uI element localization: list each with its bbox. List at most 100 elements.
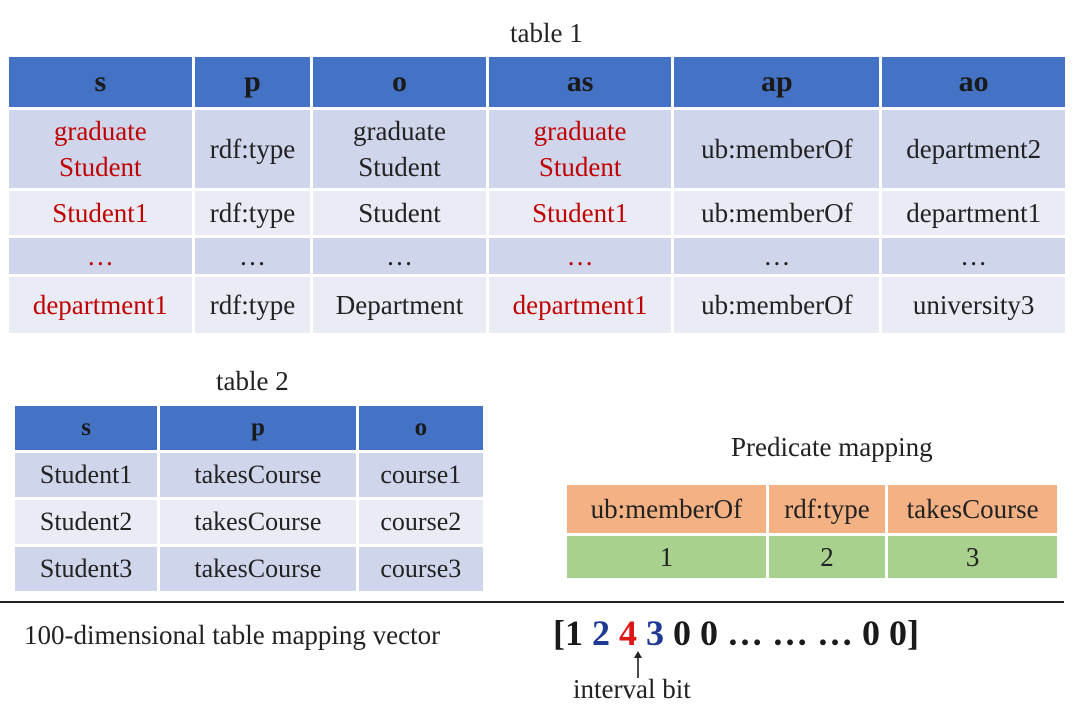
table2-cell-s: Student2 [15, 500, 158, 544]
table1-row: … … … … … … [9, 238, 1065, 274]
table1-cell-line: Student [59, 152, 142, 182]
table1-cell-p: rdf:type [194, 277, 311, 333]
predicate-id: 2 [768, 536, 886, 578]
predicate-name: rdf:type [768, 485, 886, 533]
table1-header-s: s [9, 57, 192, 107]
table1-cell-o: Student [313, 191, 486, 235]
table1-header-ao: ao [882, 57, 1065, 107]
table2-caption: table 2 [216, 366, 289, 396]
table2-cell-p: takesCourse [160, 453, 356, 497]
table1-row: department1 rdf:type Department department1… [9, 277, 1065, 333]
interval-bit-label: interval bit [573, 674, 691, 704]
table1-cell-line: rdf:type [209, 134, 296, 164]
table1-header-o: o [313, 57, 486, 107]
table1-cell-line: department1 [32, 290, 168, 320]
vector-rest: 0 0 … … … 0 0 [673, 613, 907, 653]
table1-cell-ap: ub:memberOf [674, 277, 880, 333]
table1-cell-as: … [488, 238, 672, 274]
table1-cell-line: … [960, 241, 988, 271]
table1-cell-line: rdf:type [209, 198, 296, 228]
table1-header-ap: ap [674, 57, 880, 107]
table2-cell-o: course2 [358, 500, 483, 544]
table1-cell-ap: ub:memberOf [674, 110, 880, 188]
table1-cell-line: Student1 [52, 198, 149, 228]
table1-cell-ap: … [674, 238, 880, 274]
predicate-mapping-title: Predicate mapping [731, 432, 933, 462]
predicate-id: 1 [567, 536, 766, 578]
divider [0, 601, 1064, 603]
table1-cell-line: Student1 [532, 198, 629, 228]
table1-caption: table 1 [510, 18, 583, 48]
table2-cell-p: takesCourse [160, 547, 356, 591]
vector-bit-2: 2 [592, 613, 610, 653]
table1-cell-ao: department1 [882, 191, 1065, 235]
table1-cell-line: department1 [906, 198, 1042, 228]
table1-cell-as: Student1 [488, 191, 672, 235]
table1-cell-line: rdf:type [209, 290, 296, 320]
table2-header-o: o [358, 406, 483, 450]
table1-cell-line: Student [358, 198, 441, 228]
table1-cell-p: … [194, 238, 311, 274]
table1-row: Student1 rdf:type Student Student1 ub:member… [9, 191, 1065, 235]
table1-cell-line: ub:memberOf [701, 198, 853, 228]
up-arrow-icon [634, 651, 642, 678]
vector-close-bracket: ] [907, 613, 919, 653]
table1-cell-s: department1 [9, 277, 192, 333]
table1-cell-line: university3 [912, 290, 1035, 320]
table2-cell-o: course1 [358, 453, 483, 497]
table1-cell-line: ub:memberOf [701, 290, 853, 320]
vector-bit-4: 3 [646, 613, 664, 653]
table1-cell-line: department1 [512, 290, 648, 320]
table1-header-p: p [194, 57, 311, 107]
table1-cell-o: Department [313, 277, 486, 333]
table1-cell-line: Department [335, 290, 464, 320]
table1-cell-line: ub:memberOf [701, 134, 853, 164]
predicate-name: ub:memberOf [567, 485, 766, 533]
table2-header-p: p [160, 406, 356, 450]
table2-cell-p: takesCourse [160, 500, 356, 544]
table1-cell-line: graduate [533, 116, 627, 146]
table1-cell-ao: university3 [882, 277, 1065, 333]
table1-cell-s: Student1 [9, 191, 192, 235]
table1-cell-ap: ub:memberOf [674, 191, 880, 235]
table2-cell-s: Student1 [15, 453, 158, 497]
table2-cell-s: Student3 [15, 547, 158, 591]
table1-cell-line: … [566, 241, 594, 271]
table1-cell-line: … [386, 241, 414, 271]
table2-cell-o: course3 [358, 547, 483, 591]
table1-cell-line: graduate [353, 116, 446, 146]
table1-cell-p: rdf:type [194, 110, 311, 188]
table1-cell-line: graduate [53, 116, 147, 146]
table1-cell-as: department1 [488, 277, 672, 333]
table1-cell-p: rdf:type [194, 191, 311, 235]
table1-cell-line: … [238, 241, 266, 271]
predicate-id: 3 [888, 536, 1057, 578]
mapping-vector: [1 2 4 3 0 0 … … … 0 0] [553, 612, 919, 654]
table1-cell-ao: … [882, 238, 1065, 274]
table1-cell-line: Student [358, 152, 441, 182]
predicate-name: takesCourse [888, 485, 1057, 533]
vector-bit-1: 1 [565, 613, 583, 653]
table1-cell-line: … [763, 241, 791, 271]
table1-cell-ao: department2 [882, 110, 1065, 188]
table1-header-as: as [488, 57, 672, 107]
vector-interval-bit: 4 [619, 613, 637, 653]
table1-cell-line: department2 [906, 134, 1042, 164]
table1-cell-line: … [86, 241, 114, 271]
table1-cell-line: Student [538, 152, 622, 182]
table2-header-s: s [15, 406, 158, 450]
table1-cell-s: … [9, 238, 192, 274]
table1-cell-o: … [313, 238, 486, 274]
